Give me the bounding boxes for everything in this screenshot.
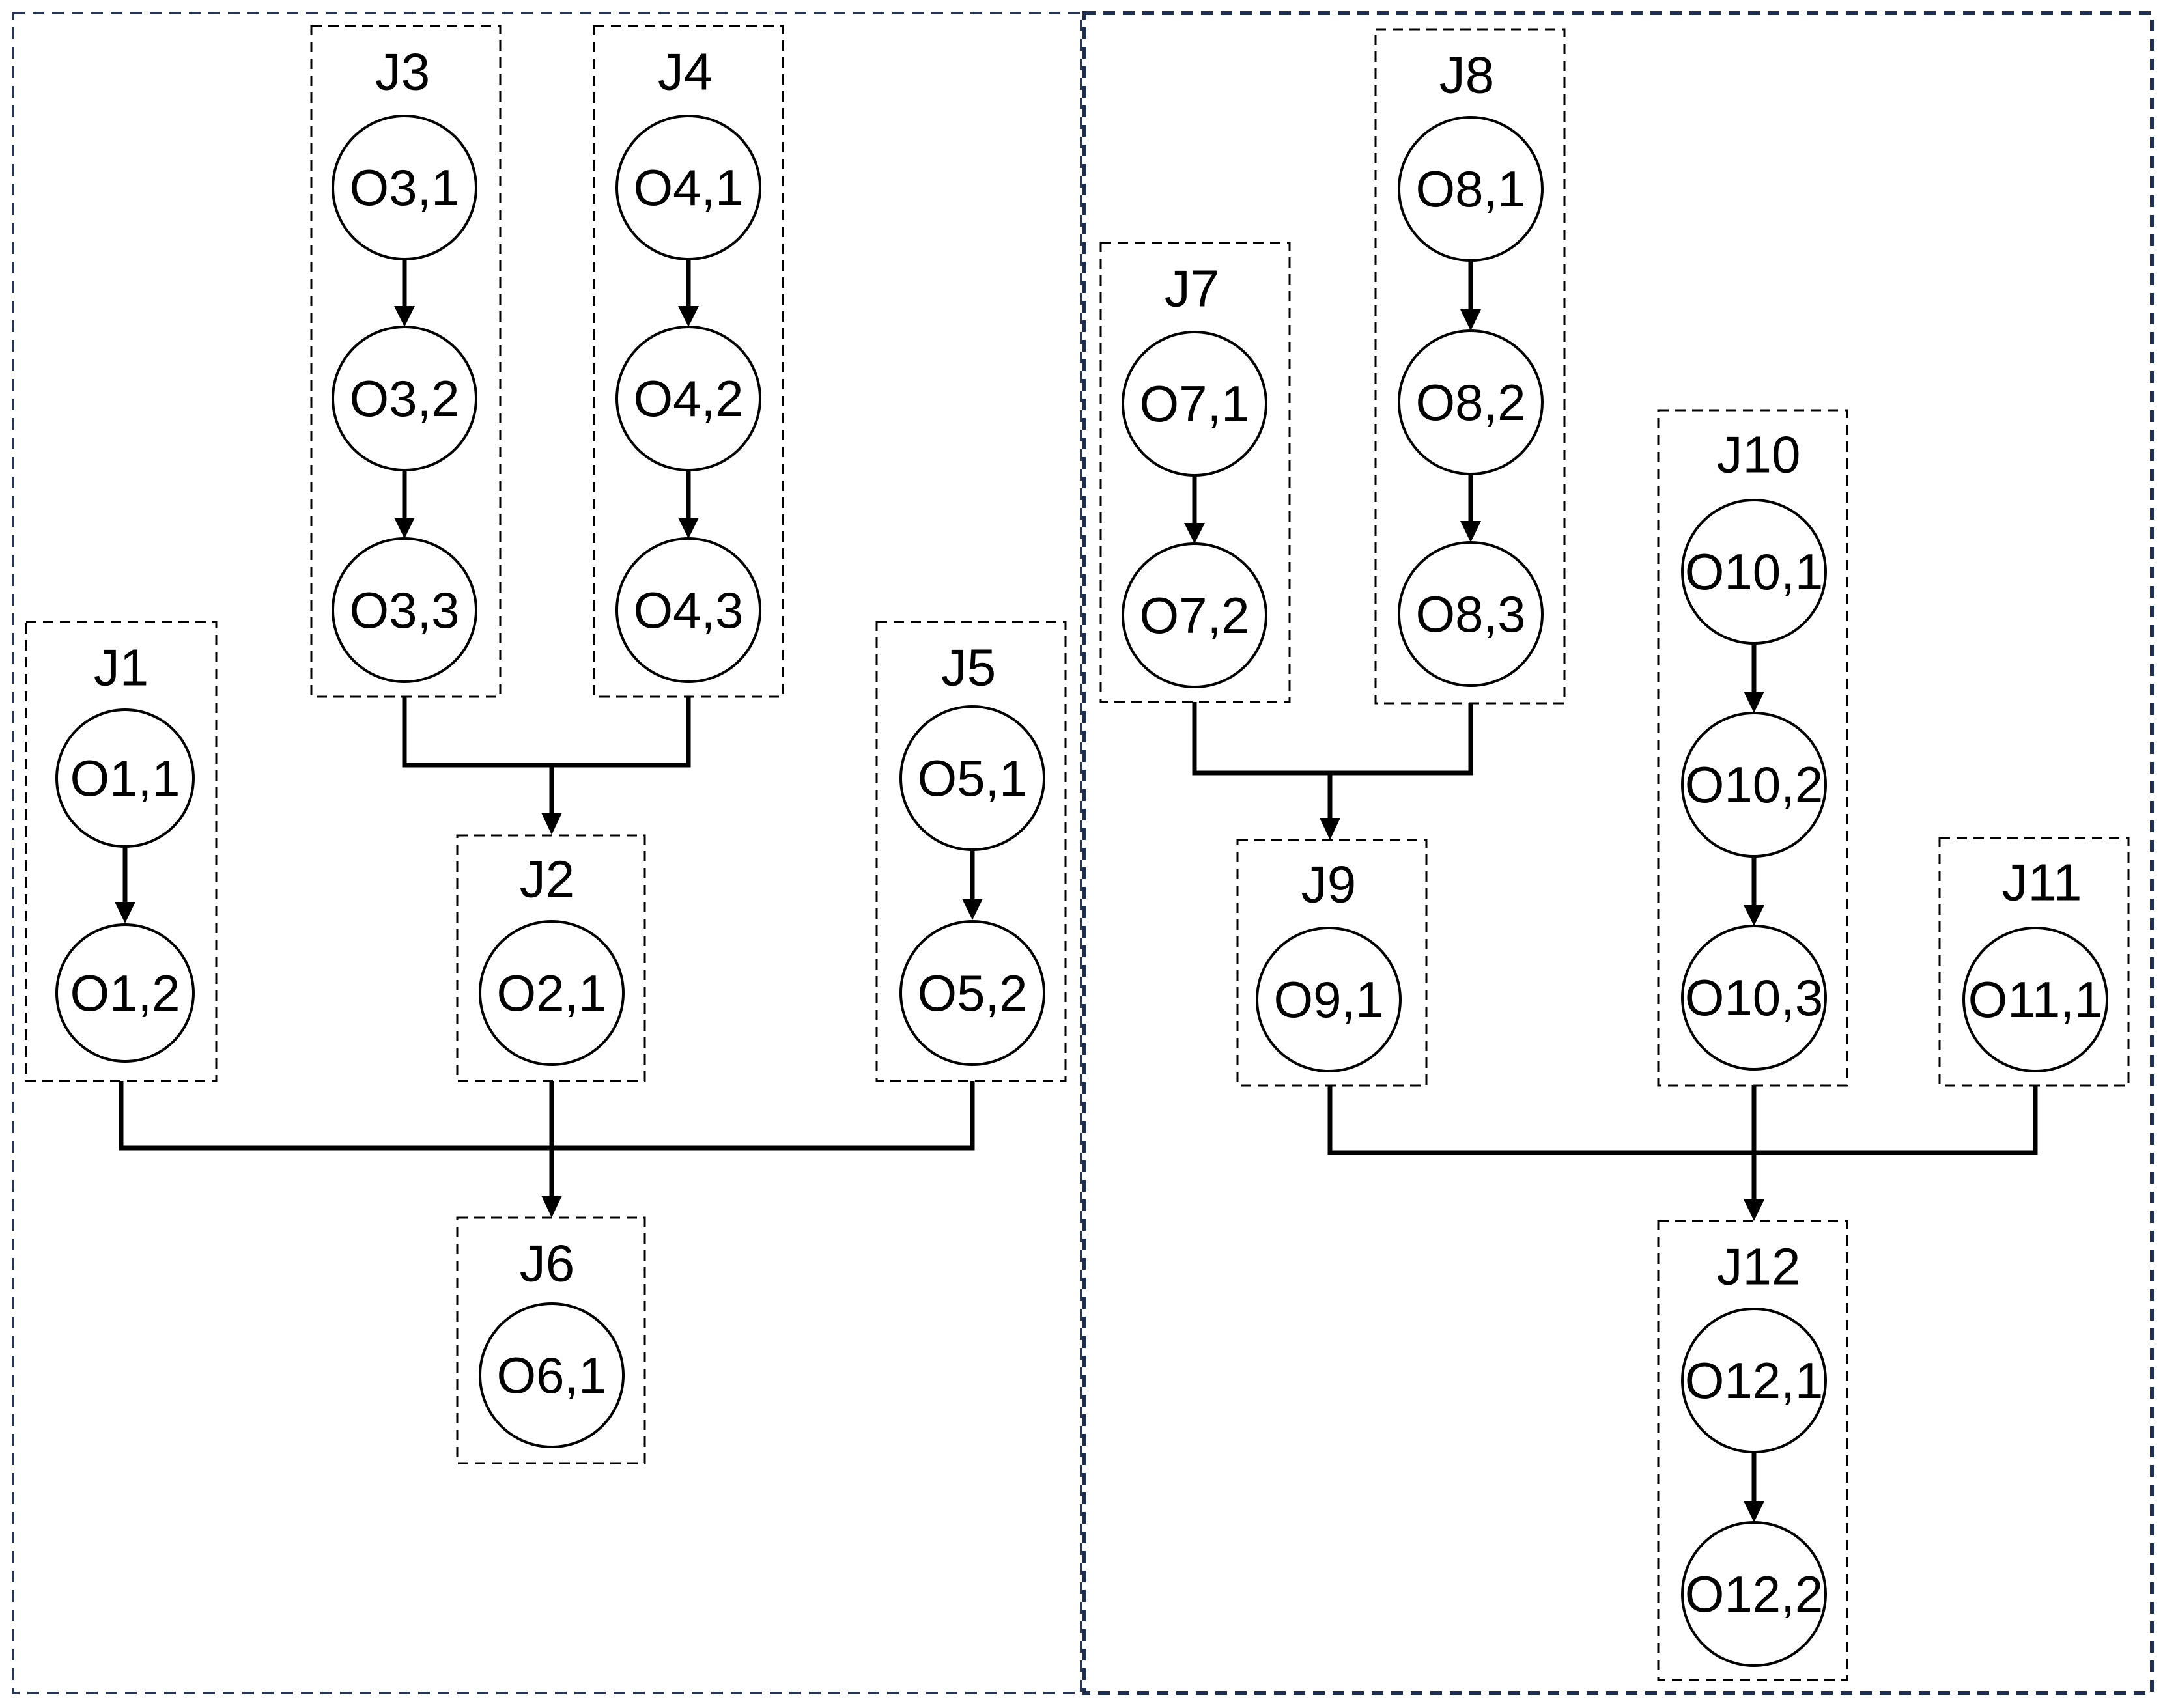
op-o6-1-node [479,1302,625,1448]
op-o10-2-label: O10,2 [1685,756,1823,813]
arrowhead-j9 [1320,818,1340,840]
arrowhead-j6 [541,1196,562,1218]
job-j7-box [1099,242,1291,703]
job-j9-label: J9 [1301,856,1357,914]
precedence-j9-j10-j11-to-j12 [1327,1085,2038,1221]
op-o12-1-label: O12,1 [1685,1352,1823,1409]
op-o7-2-label: O7,2 [1139,587,1249,644]
job-j12-box [1657,1220,1848,1681]
job-j12-label: J12 [1717,1238,1801,1296]
op-o11-1-node [1962,927,2108,1072]
job-j9: J9 O9,1 [1236,839,1428,1087]
arrowhead-o5-2 [962,899,983,920]
op-o4-2-label: O4,2 [633,370,743,427]
op-o3-2-label: O3,2 [349,370,459,427]
job-j6: J6 O6,1 [456,1216,646,1464]
job-j6-box [456,1216,646,1464]
job-j1-box [25,621,218,1082]
connector-j9-j11 [1327,1085,2038,1155]
op-o3-3-label: O3,3 [349,581,459,639]
op-o7-1-label: O7,1 [1139,375,1249,432]
arrowhead-o8-3 [1460,521,1481,542]
job-j1-label: J1 [94,639,149,697]
op-o9-1-label: O9,1 [1273,971,1383,1028]
precedence-j7-j8-to-j9 [1192,702,1473,840]
arrowhead-o8-2 [1460,309,1481,331]
job-j8: J8 O8,1 O8,2 O8,3 [1374,28,1566,705]
op-o4-1-label: O4,1 [633,159,743,216]
arrowhead-j2 [541,813,562,835]
arrowhead-o3-3 [394,518,415,539]
job-j11-label: J11 [2001,854,2082,912]
arrowhead-o12-2 [1744,1501,1764,1522]
arrowhead-o4-2 [678,306,699,327]
job-j10: J10 O10,1 O10,2 O10,3 [1657,409,1848,1087]
op-o8-3-label: O8,3 [1415,585,1525,643]
arrowhead-o3-2 [394,306,415,327]
op-o1-1-label: O1,1 [70,749,180,807]
job-j4: J4 O4,1 O4,2 O4,3 [593,25,784,698]
op-o9-1-node [1256,927,1402,1072]
op-o2-1-label: O2,1 [496,964,606,1022]
arrowhead-o10-2 [1744,692,1764,713]
op-o2-1-node [479,920,625,1066]
op-o11-1-label: O11,1 [1968,971,2103,1028]
precedence-j3-j4-to-j2 [402,697,691,835]
job-j10-label: J10 [1717,426,1801,484]
connector-j1-j5 [119,1081,975,1151]
job-j2: J2 O2,1 [456,834,646,1082]
arrowhead-o1-2 [115,902,135,923]
connector-j3-j4 [402,697,691,768]
arrowhead-j12 [1744,1199,1764,1221]
right-panel [1082,11,2154,1695]
op-o8-2-label: O8,2 [1415,374,1525,431]
job-j11: J11 O11,1 [1938,837,2130,1087]
arrowhead-o7-2 [1184,523,1205,544]
op-o8-1-label: O8,1 [1415,160,1525,217]
op-o5-2-node [899,920,1045,1066]
precedence-j1-j2-j5-to-j6 [119,1081,975,1218]
job-j5: J5 O5,1 O5,2 [875,621,1067,1082]
left-panel [12,12,1082,1694]
op-o10-1-label: O10,1 [1685,543,1823,600]
job-j5-box [875,621,1067,1082]
op-o10-3-label: O10,3 [1685,969,1823,1026]
connector-j7-j8 [1192,702,1473,776]
job-j3-label: J3 [375,43,431,101]
job-j2-label: J2 [520,850,575,908]
op-o6-1-label: O6,1 [496,1347,606,1404]
op-o12-2-label: O12,2 [1685,1565,1823,1623]
arrowhead-o10-3 [1744,905,1764,926]
job-j12: J12 O12,1 O12,2 [1657,1220,1848,1681]
job-j7: J7 O7,1 O7,2 [1099,242,1291,703]
job-j5-label: J5 [941,639,997,697]
op-o1-2-node [55,923,195,1063]
op-o5-1-label: O5,1 [917,749,1027,807]
job-j7-label: J7 [1165,260,1220,318]
job-j6-label: J6 [520,1235,575,1293]
op-o3-1-label: O3,1 [349,159,459,216]
job-j3: J3 O3,1 O3,2 O3,3 [310,25,502,698]
job-j1: J1 O1,1 O1,2 [25,621,218,1082]
op-o5-2-label: O5,2 [917,964,1027,1022]
op-o4-3-label: O4,3 [633,581,743,639]
op-o1-2-label: O1,2 [70,964,180,1022]
job-j4-label: J4 [658,43,713,101]
job-j8-label: J8 [1439,46,1495,104]
arrowhead-o4-3 [678,518,699,539]
